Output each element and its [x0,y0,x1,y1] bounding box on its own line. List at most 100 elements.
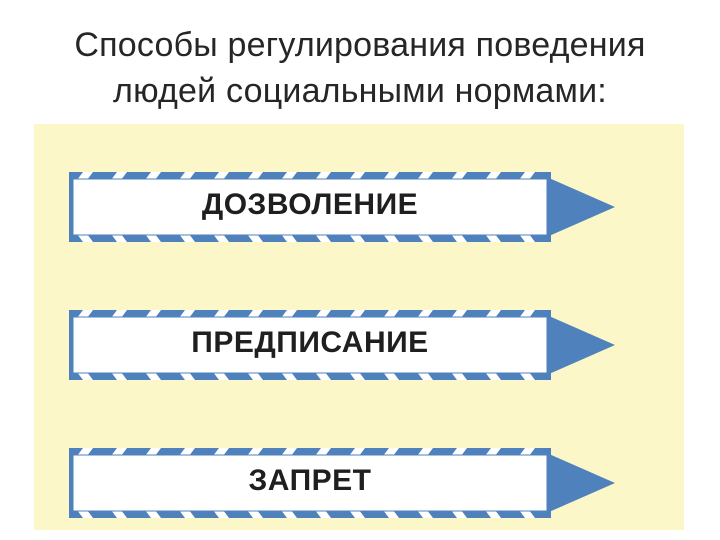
page-title: Способы регулирования поведения людей со… [0,22,720,114]
stripe-top [383,172,399,180]
stripe-bottom [77,234,93,242]
stripe-top [111,448,127,456]
stripe-top [77,172,93,180]
stripe-bottom [519,234,535,242]
stripe-bottom [179,372,195,380]
stripe-bottom [451,372,467,380]
stripe-bottom [485,510,501,518]
stripe-top [451,448,467,456]
stripe-bottom [417,234,433,242]
stripe-top [179,172,195,180]
stripe-bottom [383,510,399,518]
stripe-top [213,448,229,456]
stripe-bottom [383,234,399,242]
stripe-bottom [281,372,297,380]
title-line-1: Способы регулирования поведения [74,26,646,64]
stripe-bottom [485,234,501,242]
stripe-top [281,172,297,180]
stripe-top [417,310,433,318]
stripe-top [145,310,161,318]
arrow-shape [69,172,615,242]
stripe-top [485,448,501,456]
stripe-bottom [349,372,365,380]
arrow-head [549,454,615,512]
stripe-bottom [77,510,93,518]
arrow-label-prohibition: ЗАПРЕТ [248,464,372,497]
stripe-bottom [111,372,127,380]
stripe-bottom [145,234,161,242]
stripe-top [383,310,399,318]
arrow-text-box [72,178,548,236]
stripe-top [247,172,263,180]
title-line-2: людей социальными нормами: [113,72,607,110]
stripe-top [417,172,433,180]
stripe-bottom [349,510,365,518]
stripe-bottom [213,372,229,380]
stripe-top [519,448,535,456]
stripe-top [247,310,263,318]
stripe-top [383,448,399,456]
stripe-top [349,172,365,180]
arrow-label-prescription: ПРЕДПИСАНИЕ [191,326,429,359]
stripe-bottom [179,510,195,518]
stripe-top [281,448,297,456]
arrow-text-box [72,454,548,512]
stripe-top [485,310,501,318]
stripe-bottom [315,372,331,380]
stripe-top [213,310,229,318]
stripe-top [417,448,433,456]
stripe-bottom [281,234,297,242]
stripe-bottom [519,510,535,518]
stripe-top [111,310,127,318]
stripe-bottom [451,510,467,518]
stripe-bottom [281,510,297,518]
stripe-bottom [145,510,161,518]
stripe-top [247,448,263,456]
arrow-box-prescription: ПРЕДПИСАНИЕ [69,302,615,388]
stripe-top [315,172,331,180]
arrow-box-prohibition: ЗАПРЕТ [69,440,615,526]
stripe-top [111,172,127,180]
arrow-head [549,178,615,236]
stripe-top [451,310,467,318]
stripe-bottom [417,510,433,518]
stripe-top [281,310,297,318]
stripe-bottom [111,510,127,518]
stripe-bottom [111,234,127,242]
stripe-top [315,448,331,456]
arrow-shape [69,310,615,380]
stripe-bottom [417,372,433,380]
stripe-top [485,172,501,180]
stripe-bottom [213,234,229,242]
stripe-bottom [247,234,263,242]
stripe-bottom [519,372,535,380]
arrow-text-box [72,316,548,374]
stripe-bottom [213,510,229,518]
stripe-top [315,310,331,318]
stripe-top [349,448,365,456]
arrow-head [549,316,615,374]
stripe-top [179,448,195,456]
stripe-bottom [315,234,331,242]
stripe-bottom [247,372,263,380]
stripe-top [145,172,161,180]
stripe-top [179,310,195,318]
stripe-bottom [145,372,161,380]
stripe-top [519,172,535,180]
stripe-bottom [485,372,501,380]
stripe-top [77,310,93,318]
stripe-top [519,310,535,318]
stripe-top [77,448,93,456]
stripe-bottom [383,372,399,380]
stripe-top [145,448,161,456]
stripe-top [349,310,365,318]
arrow-shape [69,448,615,518]
stripe-bottom [315,510,331,518]
stripe-bottom [77,372,93,380]
arrow-label-permission: ДОЗВОЛЕНИЕ [201,188,419,221]
stripe-top [451,172,467,180]
stripe-bottom [349,234,365,242]
stripe-bottom [451,234,467,242]
stripe-bottom [247,510,263,518]
arrow-box-permission: ДОЗВОЛЕНИЕ [69,164,615,250]
